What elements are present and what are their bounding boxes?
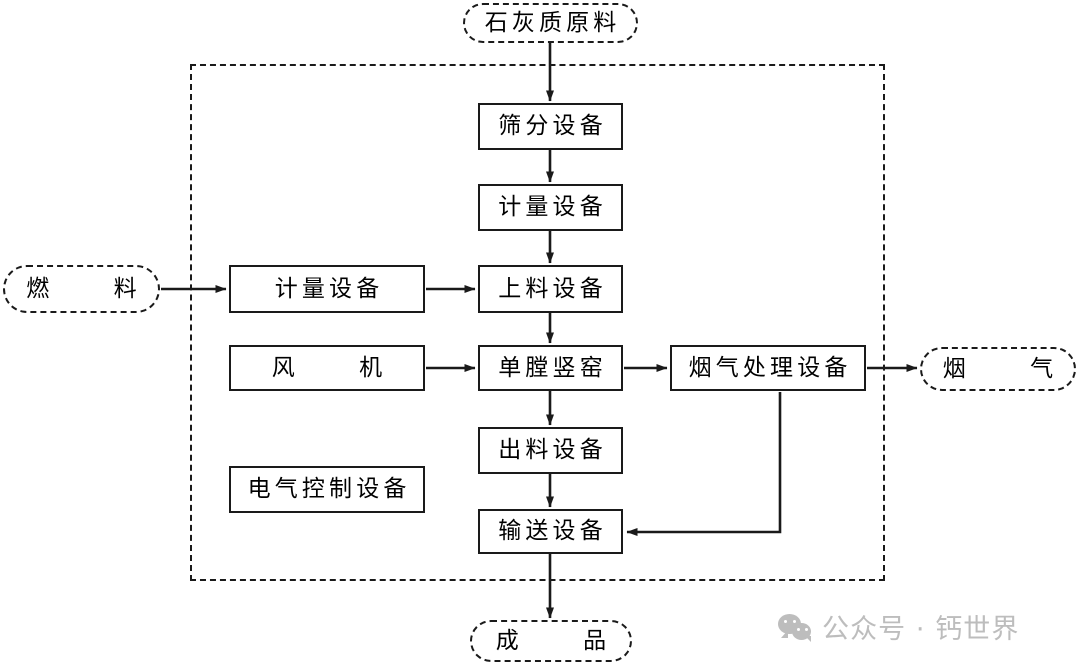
edge-fluegas-equipment-to-conveying bbox=[626, 392, 782, 536]
node-fuel[interactable]: 燃 料 bbox=[3, 265, 160, 313]
process-boundary bbox=[190, 64, 885, 581]
node-screening-equipment[interactable]: 筛分设备 bbox=[478, 103, 623, 150]
node-fan[interactable]: 风 机 bbox=[229, 345, 425, 391]
wechat-icon bbox=[778, 612, 812, 642]
watermark: 公众号 · 钙世界 bbox=[778, 607, 1019, 646]
node-limestone[interactable]: 石灰质原料 bbox=[463, 3, 638, 43]
node-conveying-equipment[interactable]: 输送设备 bbox=[478, 509, 623, 554]
node-finished-product[interactable]: 成 品 bbox=[470, 620, 632, 662]
node-metering-equipment-left[interactable]: 计量设备 bbox=[229, 265, 425, 313]
node-electrical-control-equipment[interactable]: 电气控制设备 bbox=[229, 466, 425, 513]
node-single-chamber-shaft-kiln[interactable]: 单膛竖窑 bbox=[478, 345, 623, 391]
node-flue-gas-treatment-equipment[interactable]: 烟气处理设备 bbox=[670, 345, 866, 391]
node-discharge-equipment[interactable]: 出料设备 bbox=[478, 427, 623, 474]
node-feeding-equipment[interactable]: 上料设备 bbox=[478, 265, 623, 313]
watermark-text: 公众号 · 钙世界 bbox=[822, 614, 1020, 645]
node-metering-equipment-center[interactable]: 计量设备 bbox=[478, 184, 623, 231]
node-flue-gas[interactable]: 烟 气 bbox=[920, 347, 1076, 391]
